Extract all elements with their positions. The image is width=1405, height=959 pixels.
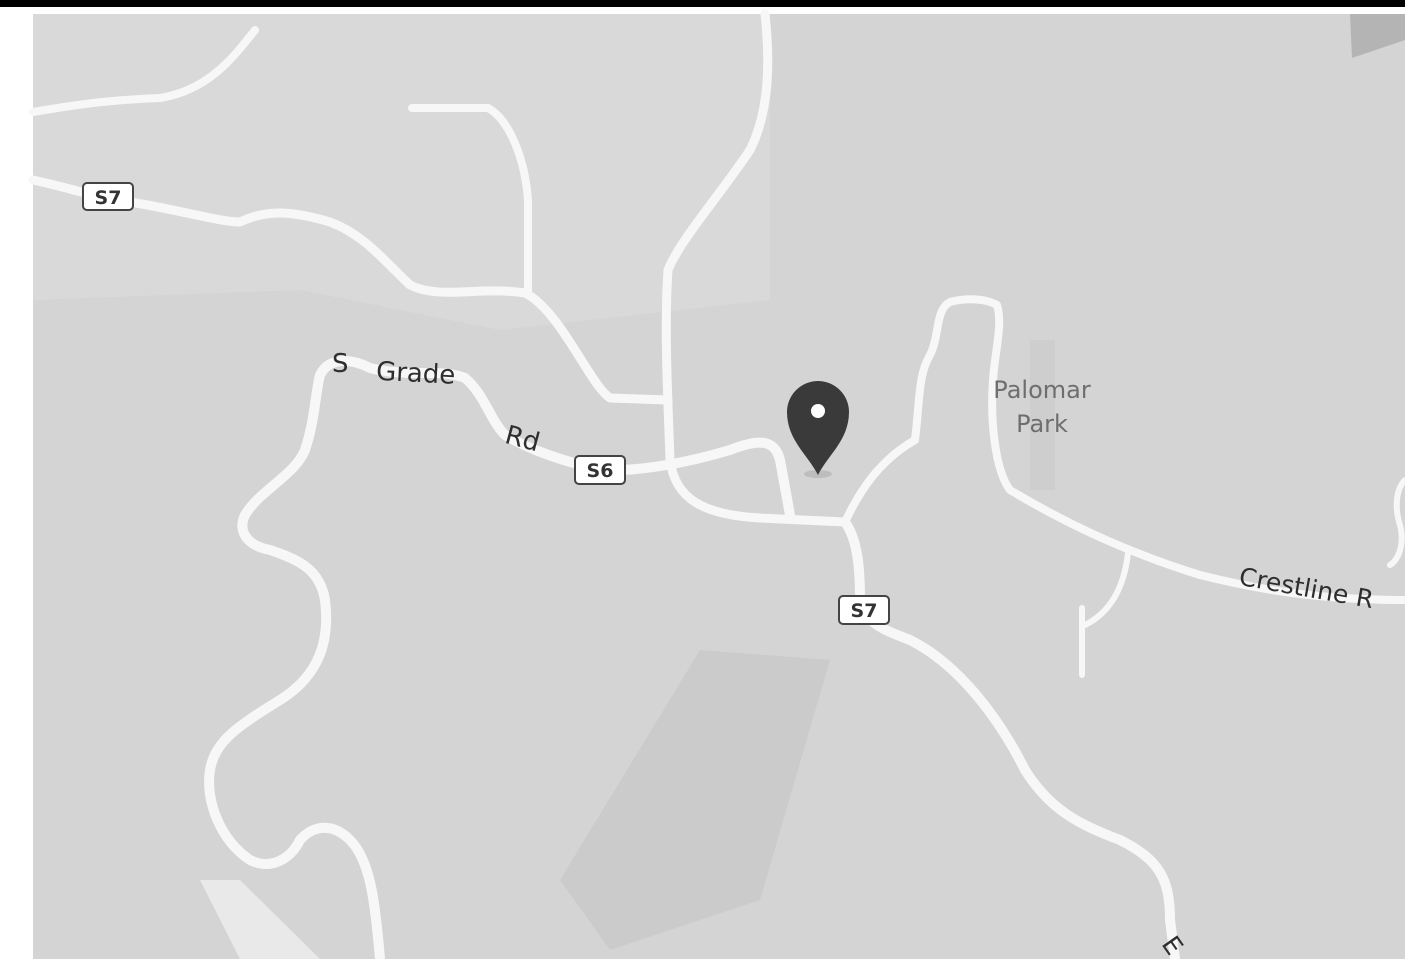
left-margin	[0, 14, 33, 959]
top-border-gap	[0, 7, 1405, 14]
road-minor	[1387, 477, 1405, 568]
shield-label: S6	[587, 460, 614, 482]
road-label-s: S	[332, 349, 349, 379]
road-main-north	[661, 9, 850, 527]
road-minor	[29, 26, 259, 116]
road-label-grade: Grade	[375, 357, 456, 391]
top-border	[0, 0, 1405, 7]
terrain-shade	[1030, 340, 1055, 490]
route-shield-s7-west: S7	[82, 182, 134, 211]
road-s-grade	[204, 356, 795, 959]
location-pin-icon[interactable]	[787, 381, 849, 478]
terrain-shade	[1350, 14, 1405, 58]
terrain-shade	[560, 650, 830, 950]
road-minor	[408, 104, 532, 297]
road-minor	[1079, 550, 1131, 678]
route-shield-s6: S6	[574, 455, 626, 485]
terrain-shade	[33, 14, 770, 330]
route-shield-s7-south: S7	[838, 595, 890, 625]
shield-label: S7	[95, 187, 122, 209]
place-label-palomar: Palomar	[993, 376, 1091, 404]
shield-label: S7	[851, 600, 878, 622]
road-minor	[841, 295, 1405, 604]
terrain-shade	[200, 880, 320, 959]
place-label-park: Park	[1016, 410, 1068, 438]
